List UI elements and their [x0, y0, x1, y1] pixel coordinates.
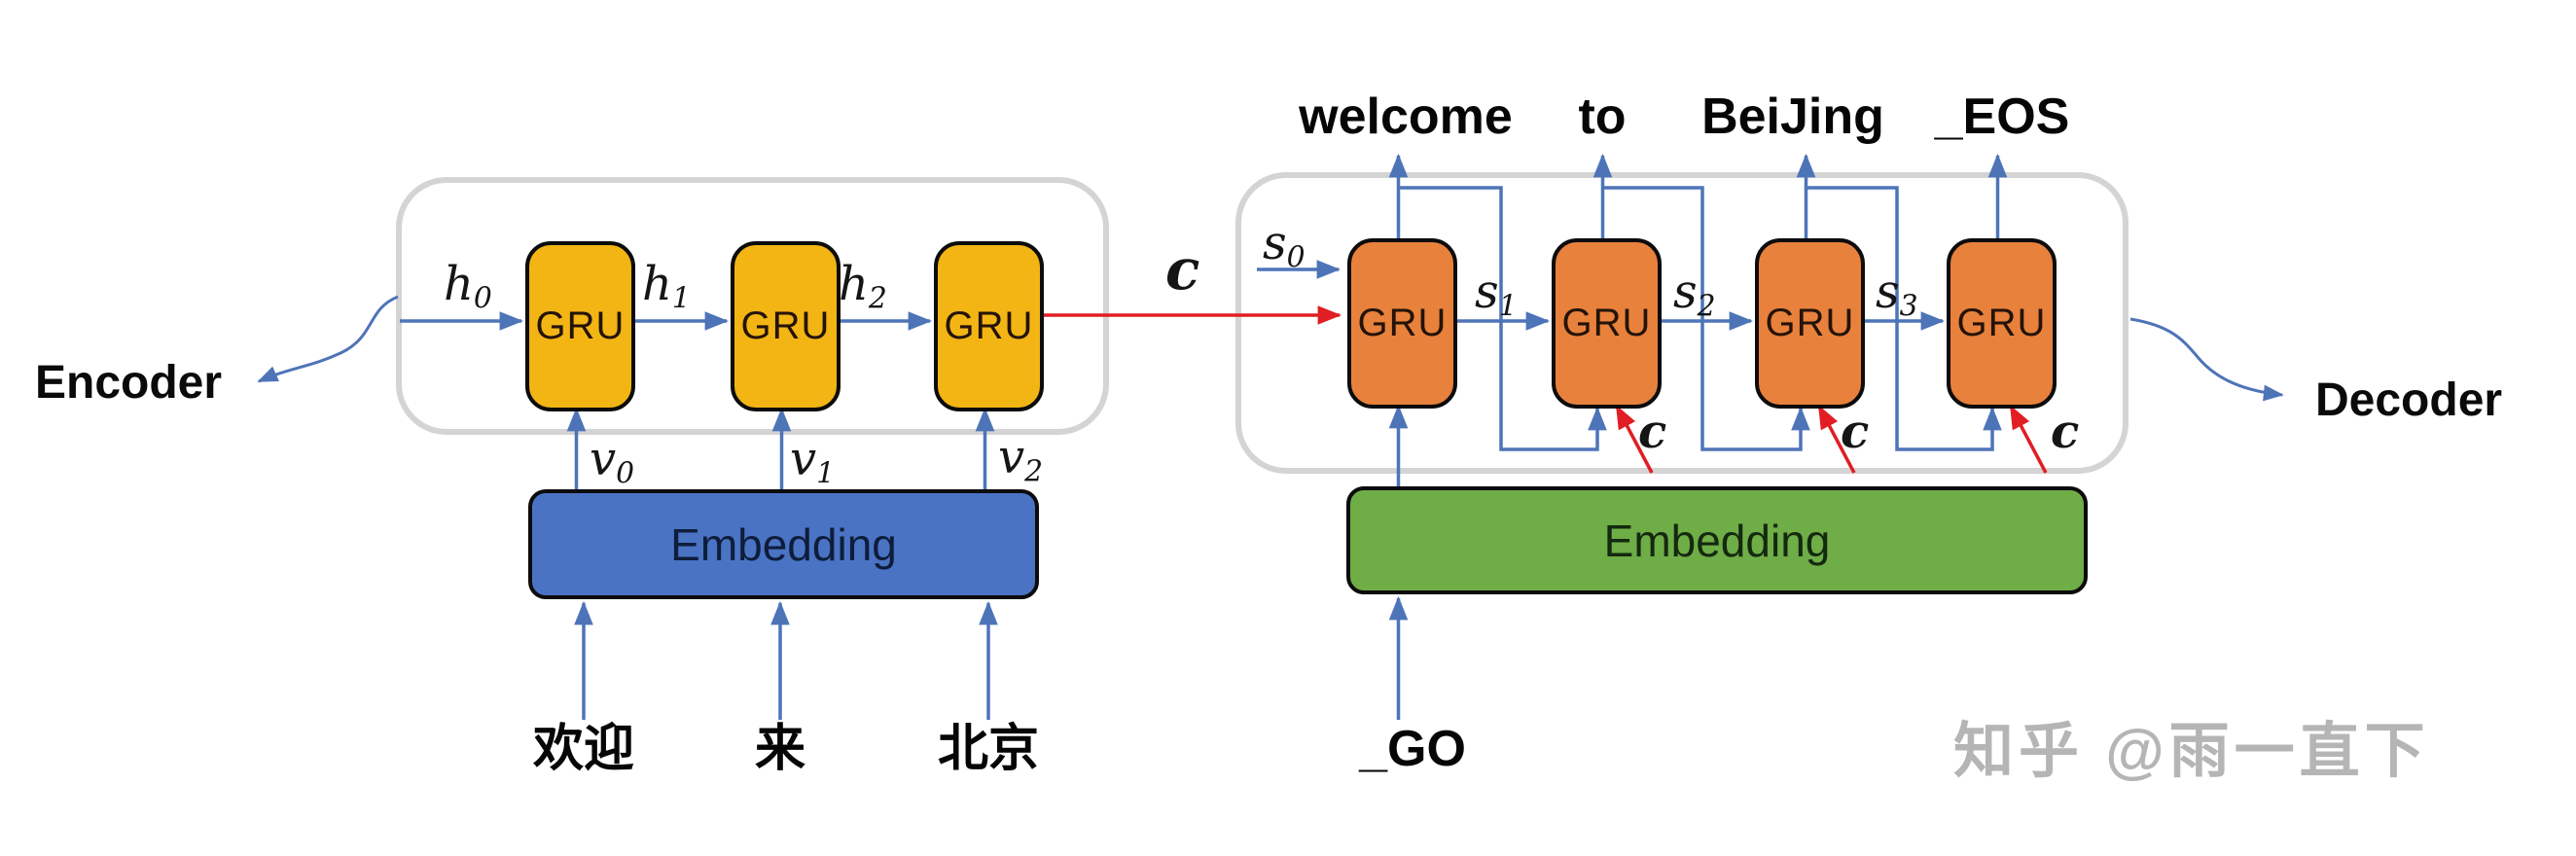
label-v1: v1 — [790, 432, 836, 491]
encoder-gru-2: GRU — [731, 241, 841, 411]
label-v0: v0 — [590, 432, 635, 491]
watermark: 知乎 @雨一直下 — [1953, 718, 2430, 785]
encoder-gru-3: GRU — [934, 241, 1044, 411]
label-s1: s1 — [1475, 265, 1518, 324]
feedback-loop-3 — [1806, 186, 2002, 451]
output-word-to: to — [1578, 89, 1627, 145]
feedback-loop-2 — [1602, 186, 1810, 451]
feedback-loop-1 — [1398, 186, 1607, 451]
input-word-2: 北京 — [937, 721, 1040, 777]
arrow-context-3 — [2009, 405, 2048, 474]
input-word-1: 来 — [754, 721, 806, 777]
label-s0: s0 — [1263, 216, 1306, 275]
decoder-gru-2: GRU — [1552, 238, 1662, 409]
decoder-label: Decoder — [2315, 374, 2503, 426]
encoder-container — [396, 177, 1109, 435]
label-h2: h2 — [839, 257, 887, 316]
output-word-eos: _EOS — [1934, 89, 2070, 145]
arrow-context-1 — [1615, 405, 1654, 474]
label-h1: h1 — [642, 257, 691, 316]
arrow-context-2 — [1817, 405, 1856, 474]
label-s3: s3 — [1876, 265, 1918, 324]
decoder-gru-4: GRU — [1947, 238, 2057, 409]
label-context-3: c — [2051, 405, 2080, 459]
decoder-gru-1: GRU — [1347, 238, 1457, 409]
output-word-beijing: BeiJing — [1701, 89, 1884, 145]
input-word-go: _GO — [1359, 721, 1466, 777]
input-word-0: 欢迎 — [532, 721, 635, 777]
label-context-1: c — [1638, 405, 1667, 459]
encoder-gru-1: GRU — [525, 241, 635, 411]
decoder-callout-arrow — [2129, 317, 2284, 402]
encoder-callout-arrow — [257, 295, 399, 383]
label-context-main: c — [1165, 236, 1200, 303]
label-context-2: c — [1841, 405, 1870, 459]
encoder-embedding-box: Embedding — [528, 489, 1039, 599]
decoder-gru-3: GRU — [1755, 238, 1865, 409]
encoder-label: Encoder — [35, 357, 223, 409]
label-s2: s2 — [1673, 265, 1716, 324]
label-h0: h0 — [444, 257, 492, 316]
label-v2: v2 — [998, 430, 1044, 489]
decoder-embedding-box: Embedding — [1346, 486, 2088, 594]
output-word-welcome: welcome — [1299, 89, 1513, 145]
decoder-container — [1235, 172, 2129, 474]
